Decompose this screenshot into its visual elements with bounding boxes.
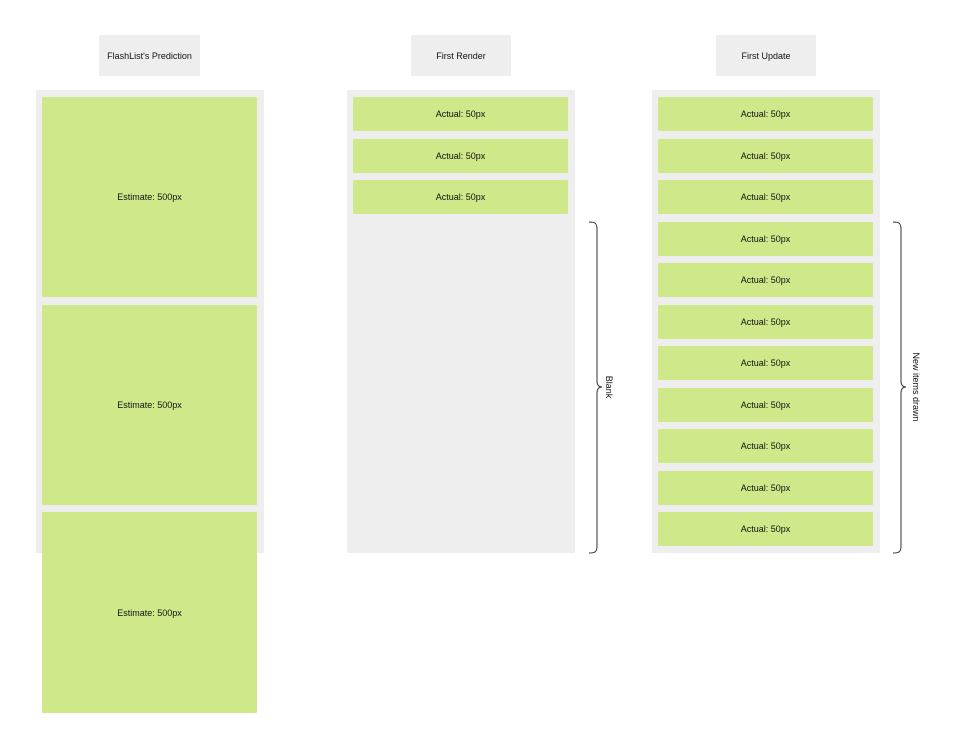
actual-item: Actual: 50px [658,471,873,505]
estimate-item: Estimate: 500px [42,97,257,297]
actual-item: Actual: 50px [658,346,873,380]
actual-item: Actual: 50px [658,180,873,214]
header-first-update: First Update [716,35,816,76]
new-items-brace [892,221,907,554]
blank-brace [588,221,603,554]
estimate-item: Estimate: 500px [42,305,257,505]
actual-item: Actual: 50px [353,97,568,131]
actual-item: Actual: 50px [658,388,873,422]
actual-item: Actual: 50px [658,139,873,173]
header-first-render: First Render [411,35,511,76]
actual-item: Actual: 50px [353,139,568,173]
actual-item: Actual: 50px [658,97,873,131]
actual-item: Actual: 50px [353,180,568,214]
actual-item: Actual: 50px [658,512,873,546]
actual-item: Actual: 50px [658,222,873,256]
new-items-drawn-label: New items drawn [911,352,921,422]
estimate-item: Estimate: 500px [42,512,257,713]
blank-label: Blank [604,375,614,399]
header-flashlist-prediction: FlashList's Prediction [99,35,200,76]
actual-item: Actual: 50px [658,429,873,463]
actual-item: Actual: 50px [658,263,873,297]
actual-item: Actual: 50px [658,305,873,339]
